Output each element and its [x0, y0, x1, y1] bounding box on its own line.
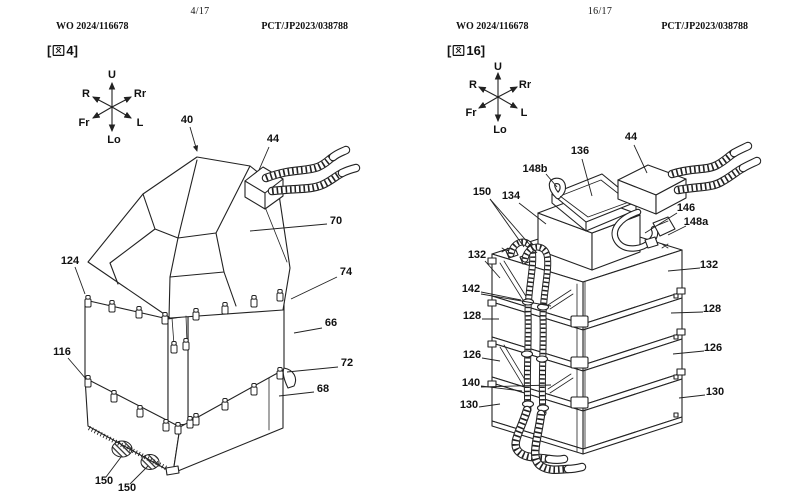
corner-rail: [570, 280, 589, 453]
bottom-hoses: [511, 405, 587, 474]
ref-128-left: 128: [463, 310, 481, 322]
figure-caption: [ 16]: [447, 43, 485, 58]
ref-150a: 150: [95, 475, 113, 487]
page-number: 4/17: [190, 6, 210, 17]
connection-hose: [548, 177, 676, 252]
ref-74: 74: [340, 266, 353, 278]
figure-caption: [ 4]: [47, 43, 78, 58]
pct-application-number: PCT/JP2023/038788: [661, 21, 748, 32]
axis-label-u: U: [108, 69, 116, 81]
ref-142: 142: [462, 283, 480, 295]
rail-tab: [487, 380, 497, 388]
vertical-hoses: [505, 238, 552, 417]
ref-40: 40: [181, 114, 193, 126]
pct-application-number: PCT/JP2023/038788: [261, 21, 348, 32]
page-number: 16/17: [587, 6, 613, 17]
ref-136: 136: [571, 145, 589, 157]
page-fig4: 4/17 WO 2024/116678 PCT/JP2023/038788 [ …: [47, 6, 361, 493]
ref-128-right: 128: [703, 303, 721, 315]
ref-68: 68: [317, 383, 329, 395]
ref-150: 150: [473, 186, 491, 198]
ref-130-right: 130: [706, 386, 724, 398]
ref-124: 124: [61, 255, 80, 267]
ref-116: 116: [53, 346, 71, 358]
kanji-zu-glyph: [52, 45, 65, 56]
publication-number: WO 2024/116678: [456, 21, 529, 32]
corrugated-hoses: [261, 145, 361, 196]
page-fig16: 16/17 WO 2024/116678 PCT/JP2023/038788 […: [400, 0, 800, 493]
ref-148b: 148b: [522, 163, 547, 175]
axis-label-l: L: [521, 107, 528, 119]
axis-label-u: U: [494, 61, 502, 73]
leader-lines: [478, 144, 706, 408]
ref-66: 66: [325, 317, 337, 329]
drain-plug: [111, 440, 133, 458]
axis-label-rr: Rr: [519, 79, 532, 91]
corrugated-hoses: [667, 141, 762, 195]
axis-label-r: R: [469, 79, 477, 91]
ref-132-right: 132: [700, 259, 718, 271]
axis-compass: U R Rr Fr L Lo: [79, 69, 147, 146]
bolt-marks: [501, 243, 669, 253]
rail-tab: [487, 299, 497, 307]
axis-label-r: R: [82, 88, 90, 100]
rail-tab: [676, 328, 686, 336]
rail-tab: [487, 257, 497, 265]
module-stack: [487, 221, 686, 455]
figure16-drawing: U R Rr Fr L Lo: [460, 61, 762, 474]
foot-tab: [165, 465, 180, 476]
caption-prefix: [: [447, 43, 452, 58]
ref-140: 140: [462, 377, 480, 389]
rail-tab: [676, 368, 686, 376]
publication-number: WO 2024/116678: [56, 21, 129, 32]
rail-tab: [676, 287, 686, 295]
hose-clip: [652, 216, 676, 237]
ref-148a: 148a: [684, 216, 709, 228]
lower-case: [84, 367, 297, 476]
ref-146: 146: [677, 202, 695, 214]
ref-126-right: 126: [704, 342, 722, 354]
ref-70: 70: [330, 215, 342, 227]
axis-label-rr: Rr: [134, 88, 147, 100]
ref-132-left: 132: [468, 249, 486, 261]
caption-suffix: 16]: [466, 43, 486, 58]
ref-150b: 150: [118, 482, 136, 493]
axis-label-lo: Lo: [493, 124, 507, 136]
caption-prefix: [: [47, 43, 52, 58]
leader-lines: [67, 126, 339, 485]
drain-plug: [140, 454, 160, 470]
reference-numerals: 40 44 70 124 74 66 72 68 116 150 150: [53, 114, 353, 493]
ref-72: 72: [341, 357, 353, 369]
ref-44: 44: [625, 131, 638, 143]
axis-label-fr: Fr: [79, 117, 91, 129]
ref-44: 44: [267, 133, 280, 145]
rail-tab: [487, 340, 497, 348]
axis-compass: U R Rr Fr L Lo: [466, 61, 532, 136]
figure4-drawing: U R Rr Fr L Lo: [53, 69, 361, 493]
ref-134: 134: [502, 190, 521, 202]
axis-label-lo: Lo: [107, 134, 121, 146]
reference-numerals: 44 136 148b 150 134 146 148a 132 132 142…: [460, 131, 724, 411]
ref-130-left: 130: [460, 399, 478, 411]
axis-label-fr: Fr: [466, 107, 478, 119]
caption-suffix: 4]: [66, 43, 78, 58]
kanji-zu-glyph: [452, 45, 465, 56]
axis-label-l: L: [137, 117, 144, 129]
ref-126-left: 126: [463, 349, 481, 361]
